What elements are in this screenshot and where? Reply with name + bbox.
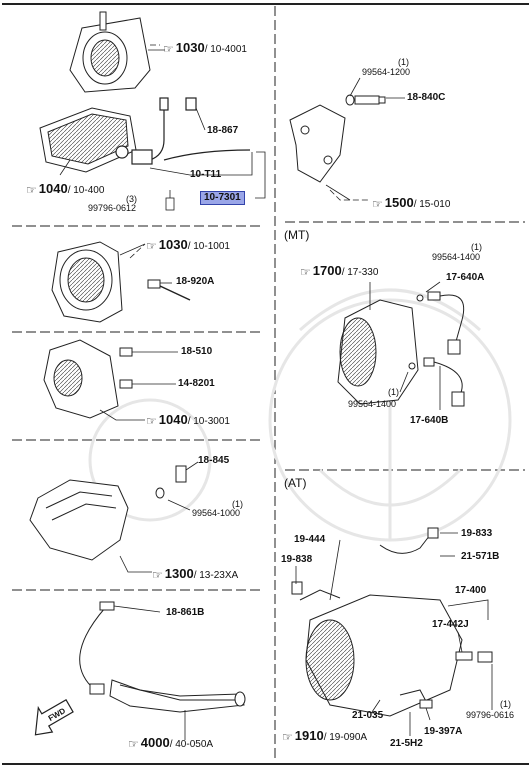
pointing-hand-icon: ☞ — [282, 730, 293, 744]
ref-label[interactable]: ☞1500/ 15-010 — [372, 195, 451, 211]
part-19-444[interactable]: 19-444 — [294, 534, 326, 545]
ref-label[interactable]: ☞1700/ 17-330 — [300, 263, 379, 279]
part-10-t11[interactable]: 10-T11 — [190, 169, 222, 180]
part-17-400[interactable]: 17-400 — [455, 585, 487, 596]
qty-3: (3) — [126, 194, 137, 204]
clutch-housing-drawing — [69, 11, 151, 93]
part-99564-1400-b[interactable]: 99564-1400 — [348, 399, 397, 409]
part-19-838[interactable]: 19-838 — [281, 554, 313, 565]
ref-label[interactable]: ☞1040/ 10-3001 — [146, 412, 230, 428]
ref-number: 4000 — [140, 735, 170, 750]
part-17-442j[interactable]: 17-442J — [432, 619, 469, 630]
part-21-5h2[interactable]: 21-5H2 — [390, 738, 423, 749]
qty-1: (1) — [500, 699, 511, 709]
ref-number: 1030 — [158, 237, 188, 252]
part-19-397a[interactable]: 19-397A — [424, 726, 463, 737]
pointing-hand-icon: ☞ — [146, 239, 157, 253]
ref-page: 19-090A — [329, 732, 368, 743]
part-18-840c[interactable]: 18-840C — [407, 92, 446, 103]
ref-number: 1700 — [312, 263, 342, 278]
section-label-at: (AT) — [284, 476, 307, 490]
part-17-640a[interactable]: 17-640A — [446, 272, 485, 283]
part-18-861b[interactable]: 18-861B — [166, 607, 205, 618]
pointing-hand-icon: ☞ — [163, 42, 174, 56]
ref-page: 13-23XA — [199, 570, 239, 581]
oil-pan-drawing — [39, 107, 137, 173]
ref-number: 1040 — [38, 181, 68, 196]
pointing-hand-icon: ☞ — [26, 183, 37, 197]
part-99564-1200[interactable]: 99564-1200 — [362, 67, 411, 77]
fwd-arrow-icon — [34, 698, 74, 736]
automatic-transmission-drawing — [291, 527, 493, 717]
ref-label[interactable]: ☞4000/ 40-050A — [128, 735, 214, 751]
intake-manifold-drawing — [29, 465, 187, 561]
qty-1: (1) — [471, 242, 482, 252]
pointing-hand-icon: ☞ — [372, 197, 383, 211]
part-18-510[interactable]: 18-510 — [181, 346, 213, 357]
pointing-hand-icon: ☞ — [146, 414, 157, 428]
ref-number: 1910 — [294, 728, 324, 743]
ref-page: 17-330 — [347, 267, 379, 278]
ref-page: 15-010 — [419, 199, 451, 210]
ref-page: 40-050A — [175, 739, 214, 750]
transmission-case-drawing — [51, 241, 191, 323]
engine-block-drawing — [43, 339, 133, 419]
exhaust-pipe-drawing — [79, 601, 246, 713]
part-19-833[interactable]: 19-833 — [461, 528, 493, 539]
part-99796-0612[interactable]: 99796-0612 — [88, 203, 137, 213]
part-17-640b[interactable]: 17-640B — [410, 415, 449, 426]
ref-label[interactable]: ☞1040/ 10-400 — [26, 181, 105, 197]
ref-page: 10-3001 — [193, 416, 230, 427]
pointing-hand-icon: ☞ — [128, 737, 139, 751]
part-21-035[interactable]: 21-035 — [352, 710, 384, 721]
part-21-571b[interactable]: 21-571B — [461, 551, 500, 562]
qty-1: (1) — [398, 57, 409, 67]
ref-number: 1030 — [175, 40, 205, 55]
ref-label[interactable]: ☞1910/ 19-090A — [282, 728, 368, 744]
ref-page: 10-1001 — [193, 241, 230, 252]
bracket-drawing — [289, 94, 386, 183]
section-label-mt: (MT) — [284, 228, 310, 242]
part-99564-1400-a[interactable]: 99564-1400 — [432, 252, 481, 262]
watermark-emblem — [88, 288, 512, 542]
ref-label[interactable]: ☞1300/ 13-23XA — [152, 566, 239, 582]
part-14-8201[interactable]: 14-8201 — [178, 378, 215, 389]
qty-1: (1) — [232, 499, 243, 509]
part-10-7301-highlighted[interactable]: 10-7301 — [200, 191, 245, 205]
ref-page: 10-400 — [73, 185, 105, 196]
manual-transmission-drawing — [337, 291, 465, 407]
qty-1: (1) — [388, 387, 399, 397]
part-18-920a[interactable]: 18-920A — [176, 276, 215, 287]
ref-label[interactable]: ☞1030/ 10-1001 — [146, 237, 230, 253]
ref-page: 10-4001 — [210, 44, 247, 55]
part-18-867[interactable]: 18-867 — [207, 125, 239, 136]
ref-number: 1300 — [164, 566, 194, 581]
ref-number: 1500 — [384, 195, 414, 210]
part-18-845[interactable]: 18-845 — [198, 455, 230, 466]
sensor-harness-drawing — [115, 97, 251, 165]
ref-label[interactable]: ☞1030/ 10-4001 — [163, 40, 247, 56]
pointing-hand-icon: ☞ — [300, 265, 311, 279]
part-99564-1000[interactable]: 99564-1000 — [192, 508, 241, 518]
part-99796-0616[interactable]: 99796-0616 — [466, 710, 515, 720]
pointing-hand-icon: ☞ — [152, 568, 163, 582]
ref-number: 1040 — [158, 412, 188, 427]
